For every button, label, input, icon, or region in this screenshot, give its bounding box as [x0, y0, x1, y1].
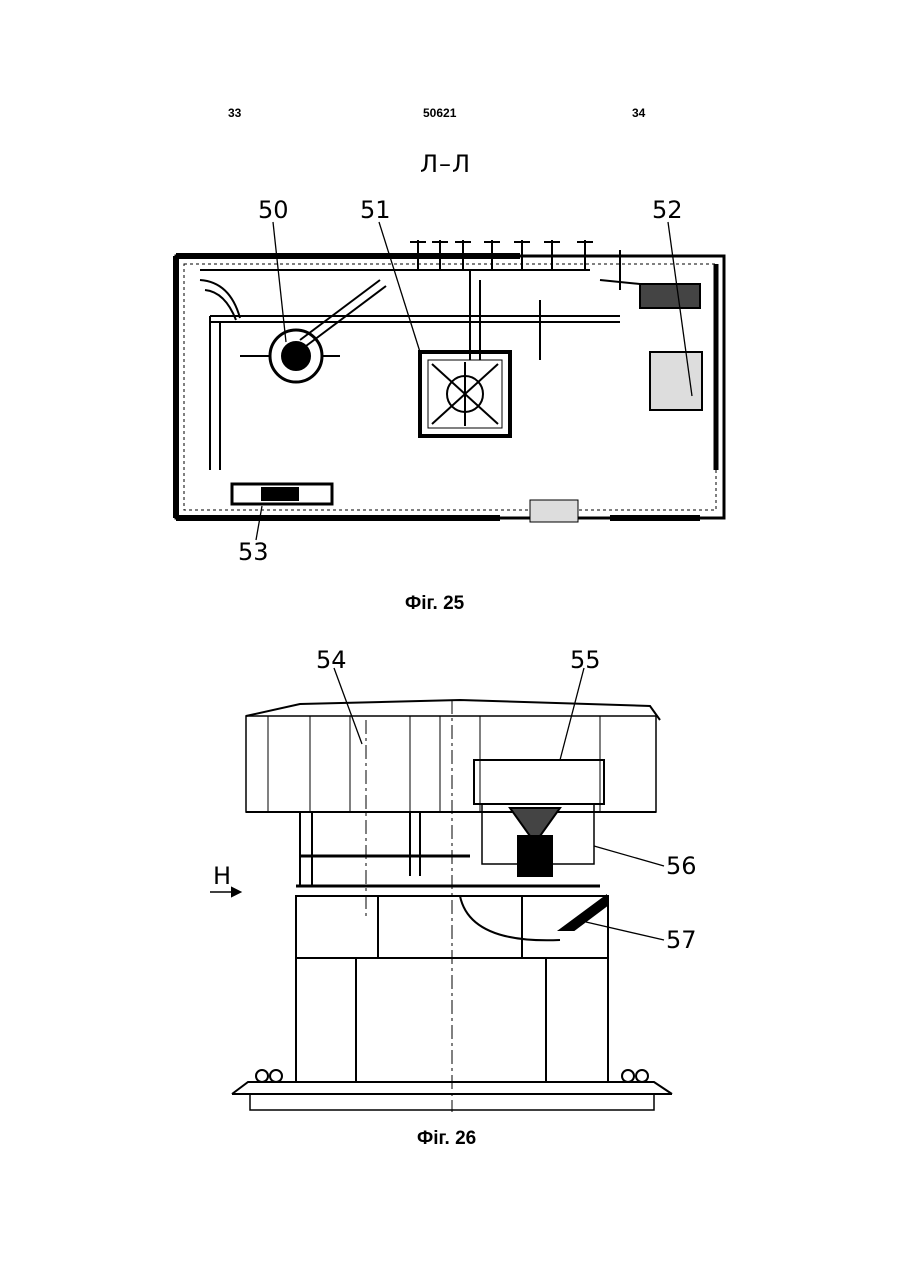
callout-55: 55: [570, 646, 601, 674]
callout-51: 51: [360, 196, 391, 224]
callout-57: 57: [666, 926, 697, 954]
view-label: Н: [213, 862, 231, 890]
callout-50: 50: [258, 196, 289, 224]
figure-25-drawing: 50 51 52 53: [0, 0, 901, 600]
callout-56: 56: [666, 852, 697, 880]
callout-54: 54: [316, 646, 347, 674]
figure-25-caption: Фіг. 25: [405, 593, 464, 615]
figure-26-caption: Фіг. 26: [417, 1128, 476, 1150]
callout-53: 53: [238, 538, 269, 566]
callout-52: 52: [652, 196, 683, 224]
